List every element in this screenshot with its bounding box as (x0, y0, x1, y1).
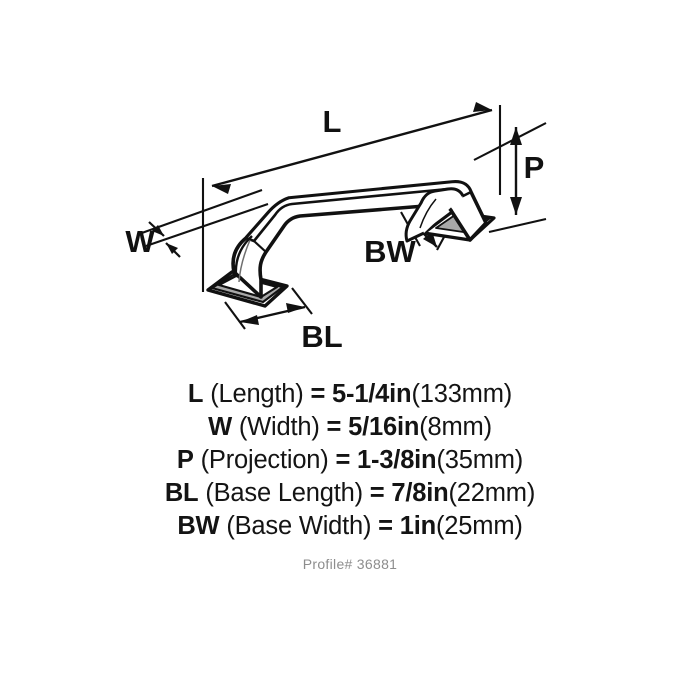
specification-list: L (Length) = 5-1/4in(133mm) W (Width) = … (0, 378, 700, 543)
arrowhead-base-length-left (240, 315, 259, 325)
spec-value-length: = 5-1/4in (303, 380, 412, 408)
arrowhead-width-lower (166, 243, 178, 254)
dimension-label-W: W (125, 224, 155, 259)
spec-code-width: W (208, 413, 232, 441)
spec-value-base-width: = 1in (371, 512, 437, 540)
spec-metric-base-length: (22mm) (448, 479, 536, 507)
witness-line-bl-start (224, 301, 246, 330)
left-leg-crease (238, 239, 251, 283)
dimension-label-BW: BW (364, 234, 416, 269)
spec-metric-width: (8mm) (419, 413, 492, 441)
product-drawing: L P W BW BL (125, 102, 547, 354)
left-knee-edge (253, 240, 267, 253)
dimension-line-length-shaft (211, 108, 493, 188)
arrowhead-base-length-right (286, 303, 305, 313)
right-leg-crease (419, 198, 437, 229)
spec-row-length: L (Length) = 5-1/4in(133mm) (0, 378, 700, 411)
dimension-witness-lines (138, 105, 547, 330)
spec-value-base-length: = 7/8in (362, 479, 449, 507)
spec-name-width: (Width) (232, 413, 320, 441)
spec-metric-length: (133mm) (411, 380, 513, 408)
left-leg-back-edge (234, 235, 253, 277)
dimension-label-P: P (524, 150, 545, 185)
spec-metric-base-width: (25mm) (436, 512, 523, 540)
dimension-line-projection (510, 127, 522, 215)
spec-code-length: L (187, 380, 204, 408)
spec-code-projection: P (176, 446, 194, 474)
spec-row-projection: P (Projection) = 1-3/8in(35mm) (0, 444, 700, 477)
pull-handle-body (206, 180, 496, 308)
arrowhead-base-width-bottom (423, 231, 437, 247)
witness-line-w-upper (138, 189, 263, 235)
dimension-line-width (148, 221, 181, 258)
spec-value-width: = 5/16in (319, 413, 420, 441)
spec-row-base-width: BW (Base Width) = 1in(25mm) (0, 510, 700, 543)
dimension-label-BL: BL (301, 319, 342, 354)
spec-value-projection: = 1-3/8in (328, 446, 437, 474)
profile-number-row: Profile# 36881 (0, 556, 700, 574)
dimension-label-L: L (323, 104, 342, 139)
dimension-label-group: L P W BW BL (125, 104, 544, 354)
dimension-line-base-length (239, 303, 306, 325)
witness-line-bl-end (291, 287, 313, 315)
arrowhead-projection-bottom (510, 197, 522, 215)
spec-name-length: (Length) (203, 380, 304, 408)
spec-name-projection: (Projection) (193, 446, 329, 474)
dimension-line-length (211, 102, 493, 194)
spec-metric-projection: (35mm) (436, 446, 524, 474)
pull-handle-svg: L P W BW BL (125, 102, 547, 354)
witness-line-w-lower (145, 203, 269, 247)
spec-row-width: W (Width) = 5/16in(8mm) (0, 411, 700, 444)
arrowhead-length-left (212, 184, 231, 194)
profile-number: Profile# 36881 (302, 556, 398, 572)
witness-line-p-bottom (488, 217, 547, 234)
spec-row-base-length: BL (Base Length) = 7/8in(22mm) (0, 477, 700, 510)
witness-line-p-top (473, 122, 547, 161)
spec-name-base-width: (Base Width) (219, 512, 372, 540)
spec-name-base-length: (Base Length) (198, 479, 363, 507)
spec-code-base-width: BW (177, 512, 220, 540)
spec-code-base-length: BL (164, 479, 199, 507)
arrowhead-projection-top (510, 127, 522, 145)
arrowhead-length-right (473, 102, 492, 112)
arrowhead-width-upper (152, 225, 164, 236)
